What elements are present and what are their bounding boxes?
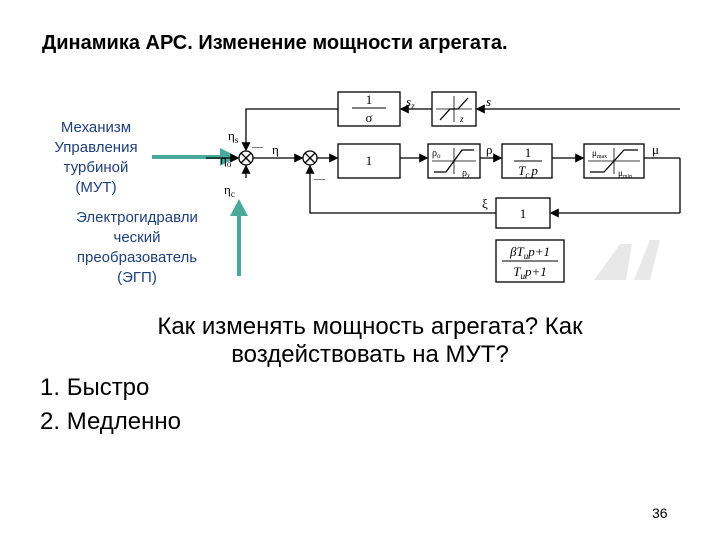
mut-arrow-icon — [152, 148, 238, 166]
lead-numerator: βTиp+1 — [509, 244, 550, 261]
minus-top-label: — — [251, 141, 264, 153]
egp-label-line: (ЭГП) — [117, 269, 157, 286]
feedback-gain-value: 1 — [520, 206, 527, 221]
droop-denominator: σ — [365, 110, 372, 125]
egp-label-line: преобразователь — [76, 249, 198, 266]
list-item: 2. Медленно — [40, 408, 181, 435]
watermark-logo-icon — [594, 240, 660, 280]
block-lead — [495, 239, 565, 283]
gain-value: 1 — [366, 153, 373, 168]
servo-numerator: 1 — [525, 145, 532, 160]
rho-label: ρ — [486, 142, 493, 157]
mut-label-line: (МУТ) — [75, 179, 117, 196]
limit-bottom: μmin — [618, 168, 632, 180]
minus-bottom-label: — — [313, 173, 326, 185]
lead-denominator: Tиp+1 — [513, 264, 547, 281]
limit-top: μmax — [592, 148, 607, 160]
question-text: Как изменять мощность агрегата? Как возд… — [157, 313, 583, 368]
eta-s-label: ηs — [228, 128, 239, 145]
deadzone-label: z — [459, 114, 464, 124]
eta-o-label: ηo — [220, 152, 232, 169]
block-diagram: ηs ηo ηc η — — ρ μ ξ s sz 1 σ z 1 ρo ρz … — [206, 91, 681, 283]
egp-label-line: ческий — [113, 229, 161, 246]
s-label: s — [486, 94, 491, 109]
xi-label: ξ — [482, 196, 488, 211]
mu-label: μ — [652, 142, 659, 157]
mut-label-line: Механизм — [60, 119, 132, 136]
droop-numerator: 1 — [366, 92, 373, 107]
slide-title: Динамика АРС. Изменение мощности агрегат… — [42, 32, 508, 54]
eta-label: η — [272, 142, 279, 157]
answer-list: 1. Быстро 2. Медленно — [40, 371, 181, 439]
list-item-number: 2. — [40, 408, 67, 435]
eta-c-label: ηc — [224, 182, 235, 199]
list-item-number: 1. — [40, 374, 67, 401]
mut-label-line: турбиной — [63, 159, 129, 176]
egp-label: Электрогидравли ческий преобразователь (… — [56, 208, 218, 288]
mut-label: Механизм Управления турбиной (МУТ) — [34, 118, 158, 198]
egp-arrow-icon — [230, 199, 248, 276]
sat-rho-bottom: ρz — [462, 168, 470, 180]
sz-label: sz — [406, 94, 415, 111]
page-number: 36 — [652, 505, 668, 521]
sat-rho-top: ρo — [432, 148, 441, 160]
egp-label-line: Электрогидравли — [76, 209, 198, 226]
list-item: 1. Быстро — [40, 374, 150, 401]
mut-label-line: Управления — [54, 139, 138, 156]
